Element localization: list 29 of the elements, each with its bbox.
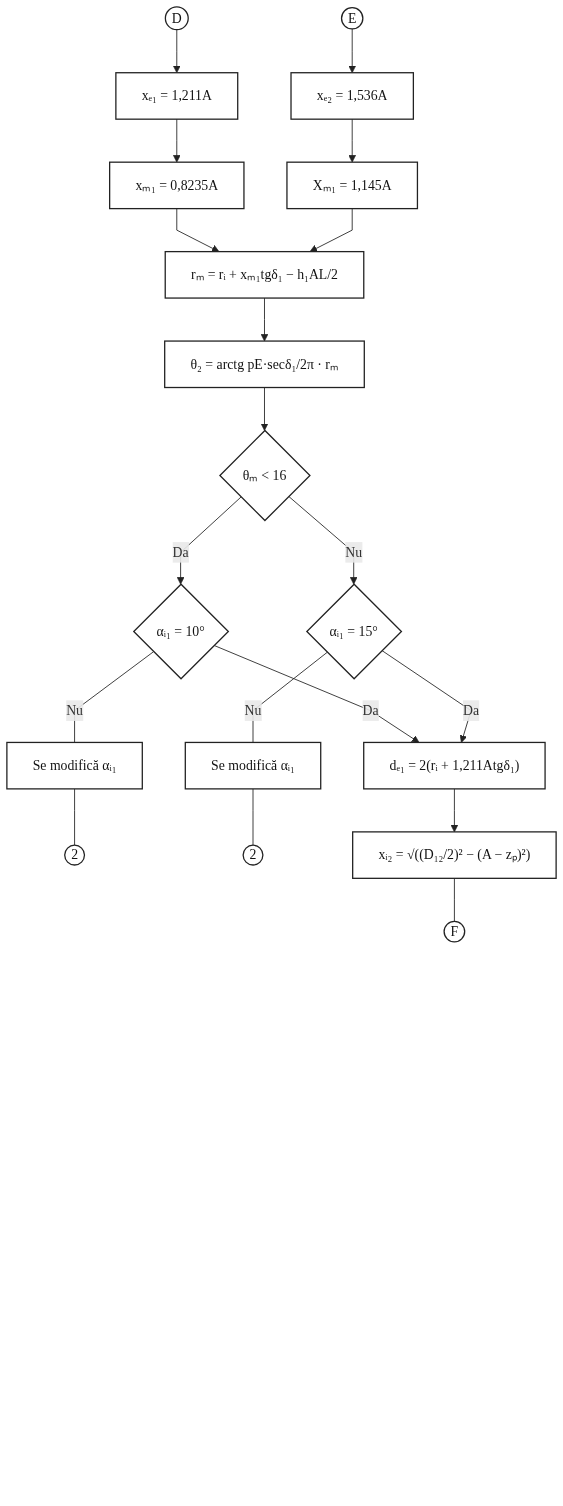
node-diamond: αᵢ₁ = 10° xyxy=(132,583,230,680)
node-box: Se modifică αᵢ₁ xyxy=(6,741,143,790)
connector xyxy=(252,788,254,846)
node-circle: E xyxy=(340,7,364,30)
edge-label: Da xyxy=(362,702,379,718)
edge-label: Nu xyxy=(345,544,363,560)
edge-label: Nu xyxy=(244,702,262,718)
node-circle: D xyxy=(164,6,189,31)
node-circle: 2 xyxy=(242,844,264,866)
node-box: xᵢ₂ = √((D₁₂/2)² − (A − zₚ)²) xyxy=(352,831,557,879)
node-box: dₑ₁ = 2(rᵢ + 1,211Atgδ₁) xyxy=(363,741,546,790)
connector xyxy=(252,651,328,743)
node-box: rₘ = rᵢ + xₘ₁tgδ₁ − h₁AL/2 xyxy=(164,250,365,299)
connector xyxy=(74,651,154,743)
edge-label: Da xyxy=(463,702,480,718)
node-box: Xₘ₁ = 1,145A xyxy=(286,161,419,210)
node-diamond: θₘ < 16 xyxy=(219,429,311,522)
node-box: θ₂ = arctg pE·secδ₁/2π · rₘ xyxy=(164,340,365,389)
node-circle: 2 xyxy=(64,844,86,866)
node-box: xₑ₂ = 1,536A xyxy=(290,72,414,120)
node-circle: F xyxy=(443,920,466,943)
edge-label: Da xyxy=(172,544,189,560)
edge-label: Nu xyxy=(66,702,83,718)
connector xyxy=(74,788,76,846)
node-box: Se modifică αᵢ₁ xyxy=(184,741,322,790)
node-box: xₘ₁ = 0,8235A xyxy=(109,161,245,210)
node-box: xₑ₁ = 1,211A xyxy=(115,72,239,120)
connector xyxy=(453,877,455,922)
node-diamond: αᵢ₁ = 15° xyxy=(305,583,403,680)
